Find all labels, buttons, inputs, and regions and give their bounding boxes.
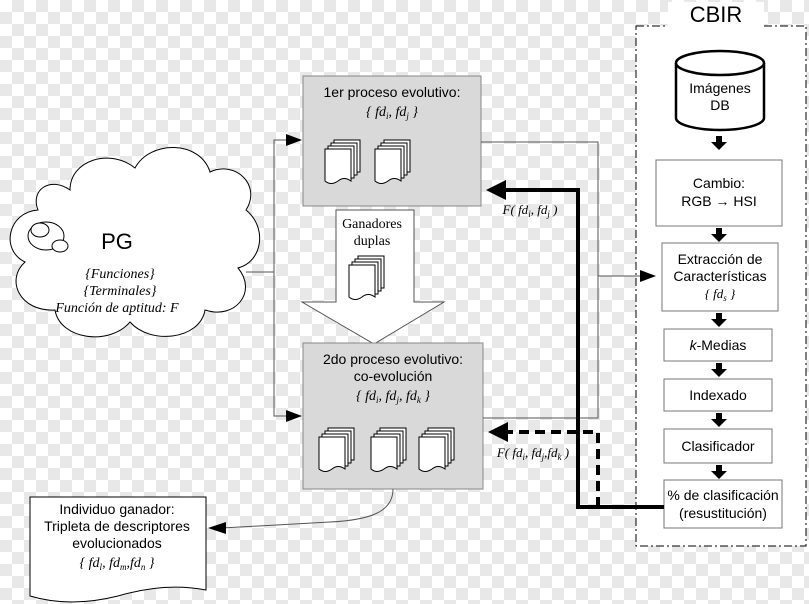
step-extraccion-fds: { fds } <box>705 286 736 303</box>
pg-terminales: {Terminales} <box>84 284 157 299</box>
winners-label-line1: Ganadores <box>342 217 402 232</box>
pg-funciones: {Funciones} <box>85 267 155 282</box>
process2-box: 2do proceso evolutivo: co-evolución { fd… <box>302 342 484 490</box>
winners-label-line2: duplas <box>354 234 391 249</box>
cbir-title: CBIR <box>690 2 743 27</box>
winner-line1: Individuo ganador: <box>59 501 174 517</box>
winner-line3: evolucionados <box>72 535 162 551</box>
winner-descriptors: { fdl, fdm,fdn } <box>80 556 155 572</box>
cbir-step-extraccion: Extracción de Características { fds } <box>661 242 779 312</box>
process1-box: 1er proceso evolutivo: { fdi, fdj } <box>302 75 482 207</box>
step-clasificador-label: Clasificador <box>681 438 754 454</box>
cbir-step-clasificador: Clasificador <box>663 428 773 464</box>
step-cambio-line2: RGB → HSI <box>681 193 756 209</box>
cbir-step-kmedias: k-Medias <box>663 328 773 362</box>
step-porcentaje-line1: % de clasificación <box>667 487 778 503</box>
cbir-input-arrowhead <box>640 270 656 282</box>
step-extraccion-line2: Características <box>673 268 766 284</box>
process2-title: 2do proceso evolutivo: <box>323 351 463 367</box>
winner-line2: Tripleta de descriptores <box>44 518 190 534</box>
fitness-label-1: F( fdi, fdj ) <box>502 202 558 219</box>
pg-fitness-function: Función de aptitud: F <box>54 301 179 316</box>
step-porcentaje-line2: (resustitución) <box>679 505 767 521</box>
fitness-label-2: F( fdi, fdj,fdk ) <box>496 445 569 462</box>
pg-title: PG <box>101 229 133 254</box>
pg-cloud: PG {Funciones} {Terminales} Función de a… <box>9 147 261 338</box>
cbir-title-bg <box>668 2 764 28</box>
cbir-step-indexado: Indexado <box>663 378 773 412</box>
process1-descriptors: { fdi, fdj } <box>366 105 418 121</box>
step-cambio-line1: Cambio: <box>693 175 745 191</box>
database-label-line2: DB <box>710 97 729 113</box>
process1-title: 1er proceso evolutivo: <box>324 84 461 100</box>
step-extraccion-line1: Extracción de <box>678 251 763 267</box>
process2-descriptors: { fdi, fdj, fdk } <box>356 389 430 405</box>
cbir-flow-arrows <box>711 136 727 479</box>
pg-connectors <box>246 139 300 417</box>
step-indexado-label: Indexado <box>689 387 747 403</box>
process-to-cbir-connectors <box>481 141 644 419</box>
winner-connector <box>208 488 394 534</box>
pg-arrowheads <box>286 134 302 422</box>
feedback-line-process1 <box>486 180 664 509</box>
database-label-line1: Imágenes <box>689 80 750 96</box>
winners-down-arrow: Ganadores duplas <box>300 209 446 345</box>
cbir-step-porcentaje: % de clasificación (resustitución) <box>663 479 783 529</box>
cbir-step-cambio: Cambio: RGB → HSI <box>655 159 783 227</box>
winner-individual-document: Individuo ganador: Tripleta de descripto… <box>29 496 207 603</box>
feedback-line-process2 <box>488 422 600 507</box>
database-cylinder: Imágenes DB <box>674 49 766 132</box>
step-kmedias-label: k-Medias <box>690 337 747 353</box>
process2-subtitle: co-evolución <box>354 368 433 384</box>
